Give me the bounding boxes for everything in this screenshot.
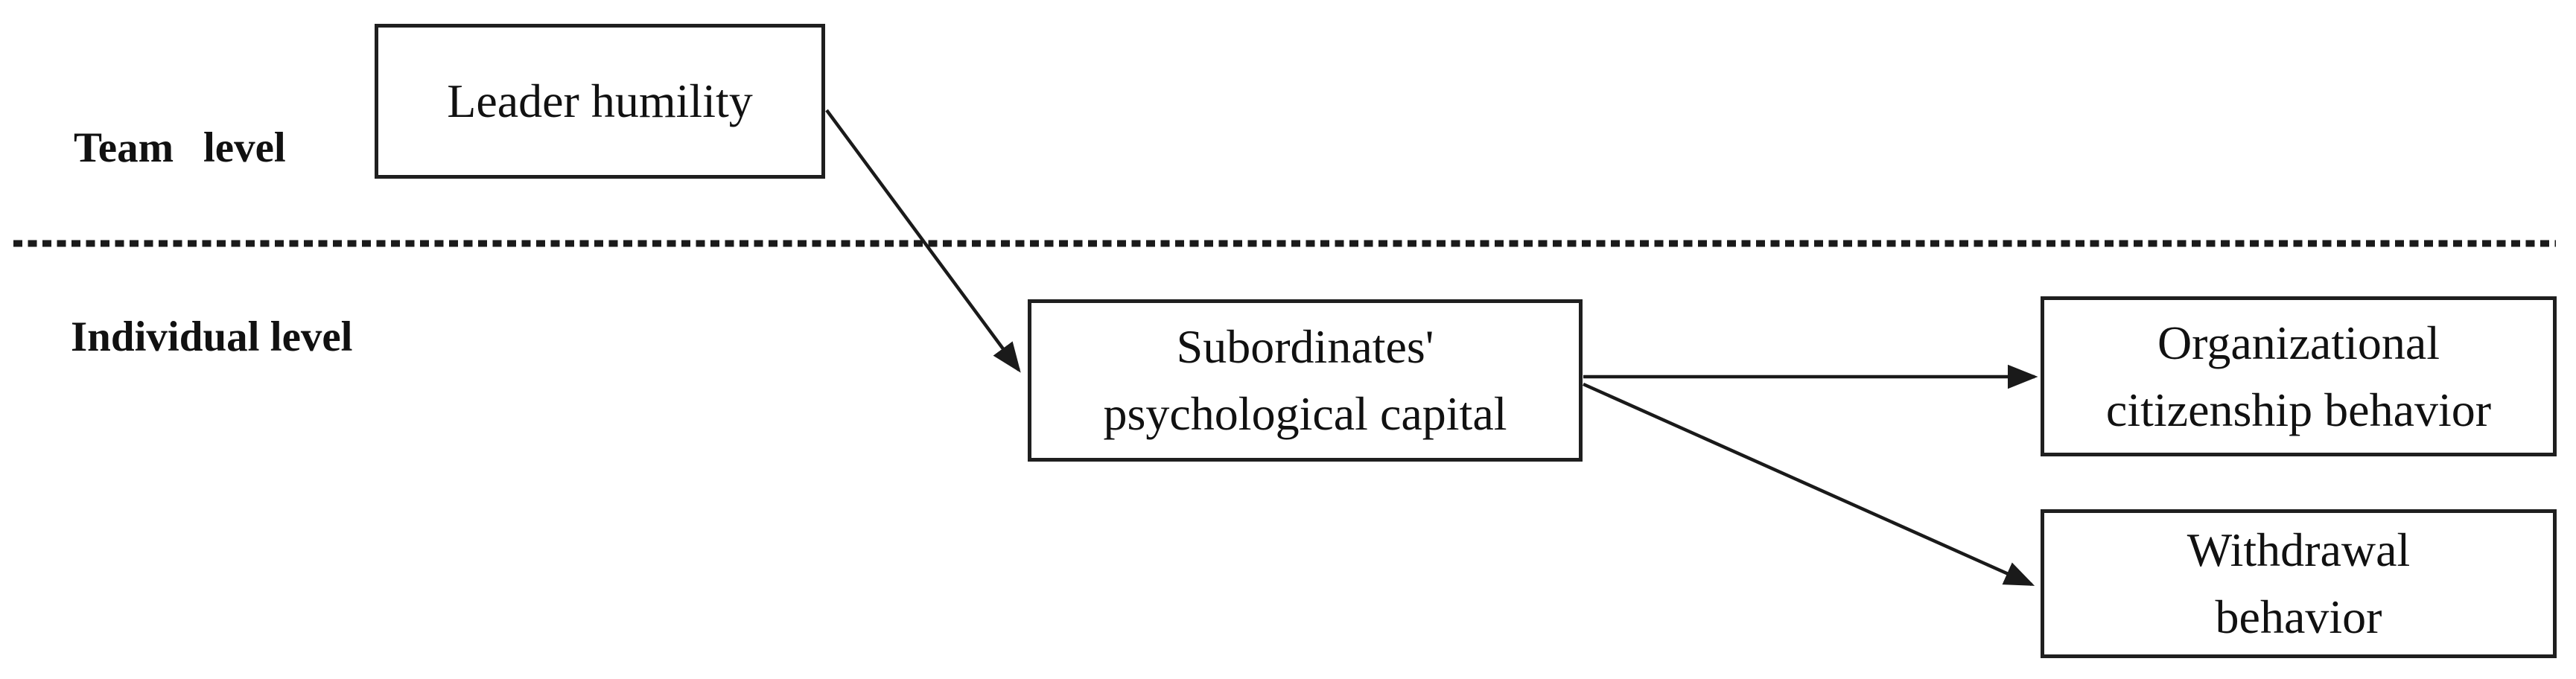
- arrow-psychological-capital-to-withdrawal-behavior: [1583, 382, 2035, 587]
- level-label-individual: Individual level: [71, 313, 353, 360]
- node-leader-humility-label: Leader humility: [447, 74, 753, 127]
- arrow-leader-humility-to-psychological-capital: [825, 109, 1021, 373]
- node-withdrawal-behavior-line2: behavior: [2215, 590, 2382, 643]
- level-label-team: Team level: [74, 124, 286, 171]
- node-subordinates-psychological-capital-line1: Subordinates': [1176, 320, 1434, 373]
- node-subordinates-psychological-capital-line2: psychological capital: [1103, 387, 1507, 440]
- node-organizational-citizenship-behavior-line1: Organizational: [2157, 316, 2440, 369]
- node-organizational-citizenship-behavior: Organizational citizenship behavior: [2041, 296, 2557, 456]
- node-withdrawal-behavior-line1: Withdrawal: [2187, 523, 2411, 576]
- node-withdrawal-behavior: Withdrawal behavior: [2041, 509, 2557, 658]
- node-subordinates-psychological-capital: Subordinates' psychological capital: [1028, 299, 1583, 462]
- node-organizational-citizenship-behavior-line2: citizenship behavior: [2105, 383, 2492, 436]
- node-leader-humility: Leader humility: [375, 24, 825, 179]
